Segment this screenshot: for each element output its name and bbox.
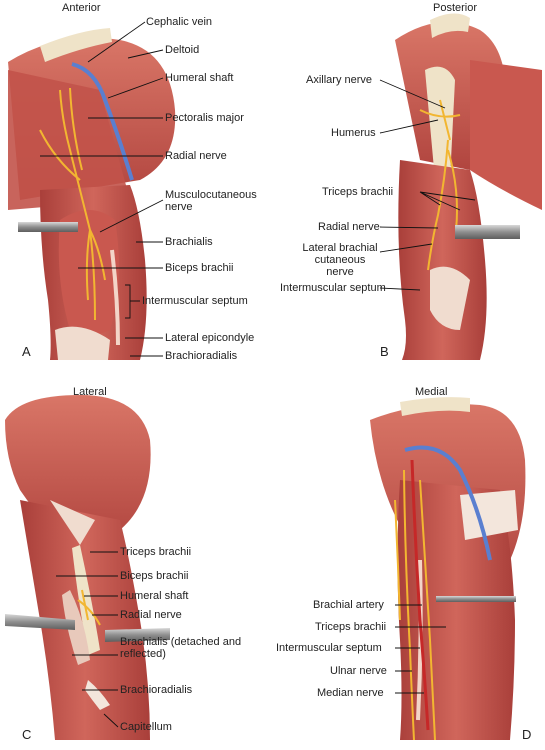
label-a-pectoralis-major: Pectoralis major [165,112,244,124]
label-b-intermuscular-septum: Intermuscular septum [280,282,386,294]
leader-lines [40,21,476,728]
label-c-capitellum: Capitellum [120,721,172,733]
panel-d-heading: Medial [415,386,448,398]
panel-a-epicondyle [55,326,110,360]
label-d-brachial-artery: Brachial artery [313,599,384,611]
panel-c-deltoid-tendon [50,500,95,545]
panel-d-letter: D [522,727,532,742]
panel-a-nerves [39,87,106,321]
label-d-triceps-brachii: Triceps brachii [315,621,387,633]
panel-c-nerves [77,589,101,626]
panel-d-cephalic-vein [404,445,492,561]
panel-c-retractor-left [5,614,75,630]
panel-d-nerves [394,469,436,741]
panel-a-pectoralis [8,70,130,210]
label-c-radial-nerve: Radial nerve [120,609,182,621]
label-a-lateral-epicondyle: Lateral epicondyle [165,332,255,344]
panel-c-capitellum [85,680,110,710]
label-a-intermuscular-septum: Intermuscular septum [142,295,248,307]
panel-a-biceps [58,210,119,335]
panel-c-heading: Lateral [73,386,107,398]
label-d-ulnar-nerve: Ulnar nerve [330,665,387,677]
label-a-brachioradialis: Brachioradialis [165,350,238,362]
label-b-radial-nerve: Radial nerve [318,221,380,233]
panel-b-acromion [430,13,470,39]
panel-a-retractor [18,222,78,232]
panel-d-retractor [436,596,516,602]
label-b-axillary-nerve: Axillary nerve [306,74,373,86]
panel-a-cephalic-vein [71,62,134,181]
panel-c-brachialis-reflected [62,590,90,665]
label-c-humeral-shaft: Humeral shaft [120,590,189,602]
label-b-lateral-brachial-cutaneous-nerve: Lateral brachial cutaneous nerve [302,242,378,278]
panel-a-clavicle [40,28,112,62]
panel-a-art [8,28,176,360]
panel-b-arm [398,160,487,360]
panel-b-retractor [455,225,520,239]
panel-c-humerus [72,545,100,655]
panel-d-clavicle [400,397,470,416]
panel-b-triceps-tendon [430,266,470,330]
label-a-brachialis: Brachialis [165,236,213,248]
label-c-brachialis-detached: Brachialis (detached and reflected) [120,636,242,660]
panel-b-trapezius [470,60,542,210]
label-d-median-nerve: Median nerve [317,687,384,699]
label-c-triceps-brachii: Triceps brachii [120,546,192,558]
panel-b-heading: Posterior [433,2,478,14]
label-c-brachioradialis: Brachioradialis [120,684,193,696]
panel-b-art [395,13,542,360]
label-c-biceps-brachii: Biceps brachii [120,570,189,582]
label-d-intermuscular-septum: Intermuscular septum [276,642,382,654]
label-b-triceps-brachii: Triceps brachii [322,186,394,198]
panel-d-brachial-artery [410,459,430,731]
label-a-radial-nerve: Radial nerve [165,150,227,162]
label-a-humeral-shaft: Humeral shaft [165,72,234,84]
panel-b-letter: B [380,344,389,359]
label-a-cephalic-vein: Cephalic vein [146,16,213,28]
panel-c-letter: C [22,727,32,742]
panel-c-art [5,395,170,740]
label-a-biceps-brachii: Biceps brachii [165,262,234,274]
label-a-musculocutaneous-nerve: Musculocutaneous nerve [165,189,257,213]
label-a-deltoid: Deltoid [165,44,200,56]
panel-c-retractor-right [105,628,170,642]
panel-d-art [370,397,526,741]
label-b-humerus: Humerus [331,127,376,139]
panel-a-heading: Anterior [62,2,101,14]
panel-a-septum [110,249,120,346]
panel-a-letter: A [22,344,31,359]
panel-b-nerves [419,99,461,271]
